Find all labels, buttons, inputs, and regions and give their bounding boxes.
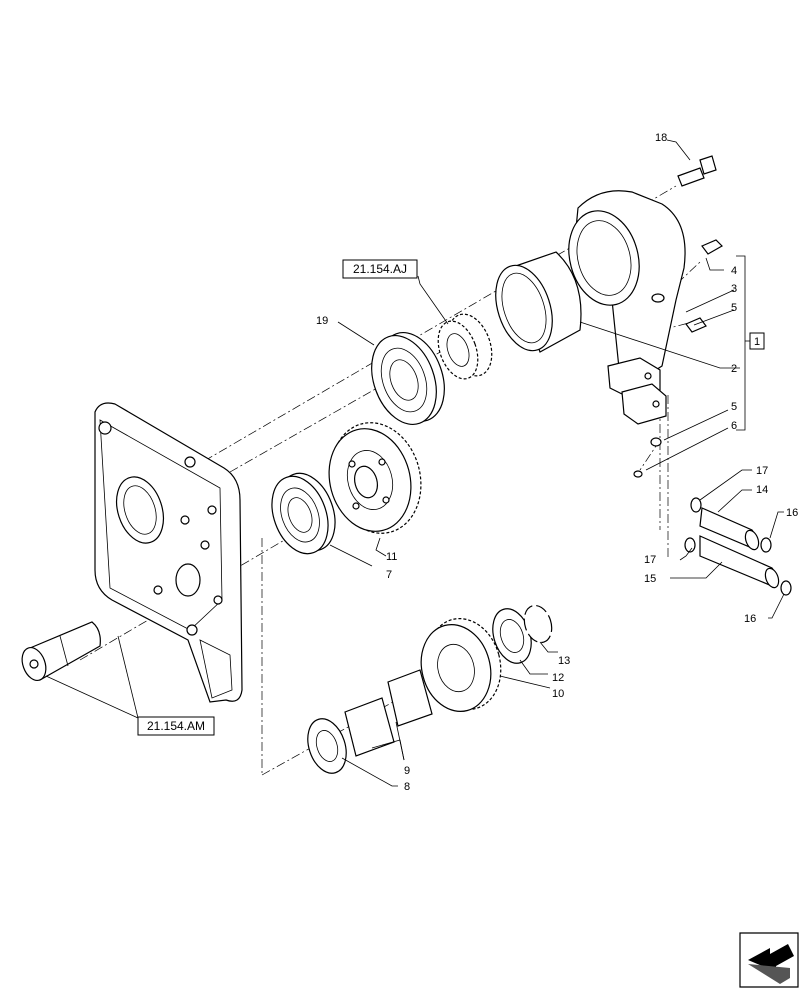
lower-gear-train xyxy=(307,604,553,774)
callout-17-upper: 17 xyxy=(756,465,768,477)
callout-3: 3 xyxy=(731,283,737,295)
ball-bearing-19 xyxy=(371,331,445,426)
callout-10: 10 xyxy=(552,688,564,700)
callout-13: 13 xyxy=(558,655,570,667)
callout-15: 15 xyxy=(644,573,656,585)
ball-bearing-7 xyxy=(271,472,336,555)
callout-12: 12 xyxy=(552,672,564,684)
callout-2: 2 xyxy=(731,363,737,375)
callout-18: 18 xyxy=(655,132,667,144)
input-shaft xyxy=(21,621,101,682)
callout-19: 19 xyxy=(316,315,328,327)
callout-6: 6 xyxy=(731,420,737,432)
callout-9: 9 xyxy=(404,765,410,777)
callout-numbers: 18 4 3 5 2 5 6 19 17 14 16 17 15 16 11 7… xyxy=(316,132,798,793)
spur-gear-11 xyxy=(328,422,422,534)
callout-16-lower: 16 xyxy=(744,613,756,625)
next-page-arrow-icon[interactable] xyxy=(739,932,799,988)
splined-coupler xyxy=(437,313,493,380)
callout-5-lower: 5 xyxy=(731,401,737,413)
callout-14: 14 xyxy=(756,484,768,496)
callout-4: 4 xyxy=(731,265,737,277)
callout-8: 8 xyxy=(404,781,410,793)
kit-label: 1 xyxy=(754,336,760,348)
callout-5-upper: 5 xyxy=(731,302,737,314)
callout-16-upper: 16 xyxy=(786,507,798,519)
reference-21-154-aj[interactable]: 21.154.AJ xyxy=(342,259,418,279)
pivot-pins-and-o-rings xyxy=(684,497,792,596)
reference-am-label: 21.154.AM xyxy=(147,719,205,733)
callout-7: 7 xyxy=(386,569,392,581)
pins-and-bolt xyxy=(633,155,723,478)
kit-callout-1: 1 xyxy=(749,332,765,350)
leader-lines xyxy=(45,139,785,787)
transmission-housing-plate xyxy=(94,402,243,703)
callout-17-lower: 17 xyxy=(644,554,656,566)
reference-21-154-am[interactable]: 21.154.AM xyxy=(137,716,215,736)
callout-11: 11 xyxy=(386,551,397,563)
shift-fork xyxy=(568,190,686,425)
reference-aj-label: 21.154.AJ xyxy=(353,262,407,276)
sleeve-2 xyxy=(495,251,582,353)
